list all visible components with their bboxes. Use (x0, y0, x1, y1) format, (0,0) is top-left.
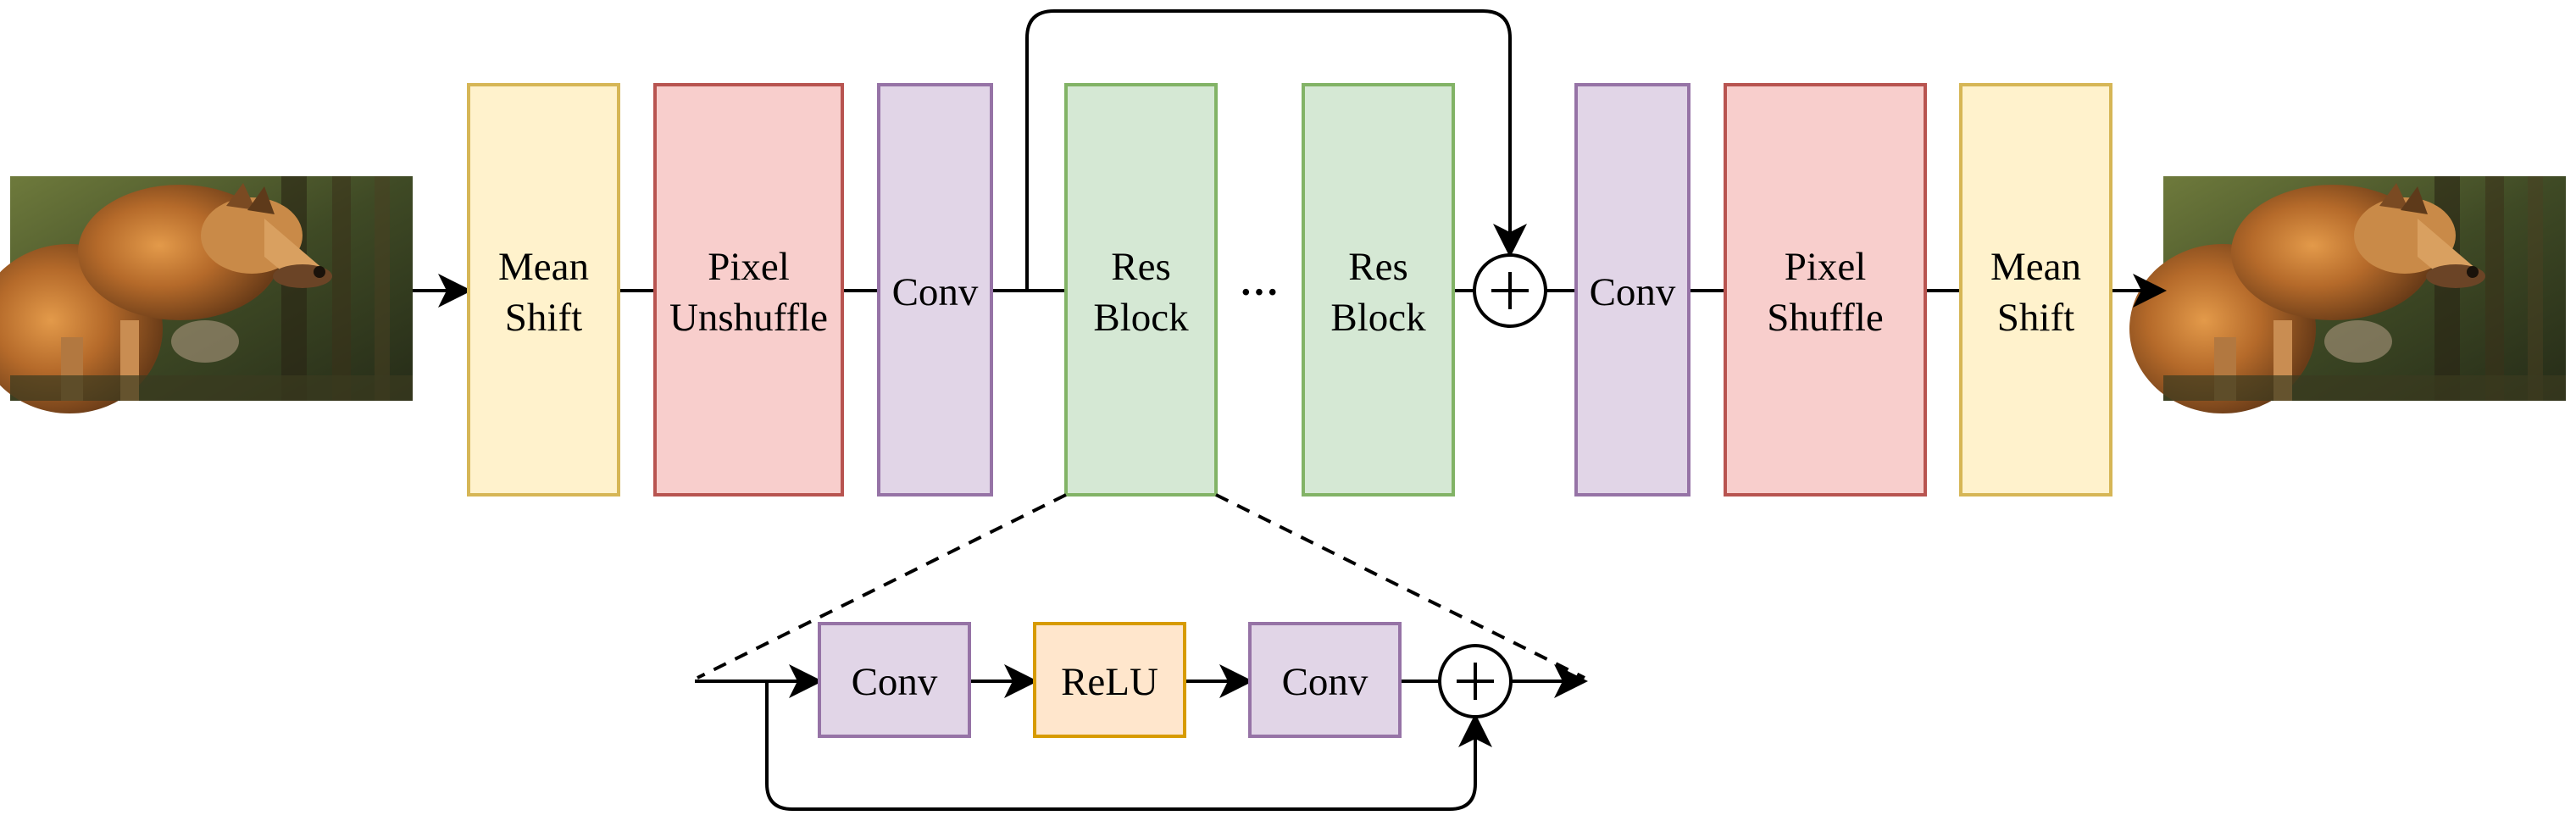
svg-text:Conv: Conv (1590, 270, 1676, 314)
expansion-lines (697, 493, 1585, 680)
svg-text:···: ··· (1239, 270, 1279, 314)
svg-text:Shift: Shift (505, 296, 582, 340)
svg-text:Res: Res (1348, 245, 1408, 289)
res-conv-2-block: Conv (1248, 622, 1402, 738)
svg-text:Mean: Mean (498, 245, 589, 289)
res-block-1: Res Block (1064, 83, 1218, 496)
conv-head-block: Conv (877, 83, 993, 496)
global-skip-connection (1025, 9, 1527, 291)
svg-text:ReLU: ReLU (1061, 660, 1158, 704)
svg-text:Shuffle: Shuffle (1767, 296, 1884, 340)
svg-text:Block: Block (1330, 296, 1426, 340)
svg-text:Mean: Mean (1990, 245, 2081, 289)
global-add-node (1473, 253, 1547, 328)
svg-text:Conv: Conv (1282, 660, 1368, 704)
svg-text:Pixel: Pixel (708, 245, 790, 289)
pixel-unshuffle-block: Pixel Unshuffle (653, 83, 844, 496)
conv-tail-block: Conv (1574, 83, 1690, 496)
svg-text:Pixel: Pixel (1785, 245, 1867, 289)
res-block-n: Res Block (1302, 83, 1455, 496)
residual-skip-connection (765, 681, 1492, 811)
svg-text:Unshuffle: Unshuffle (669, 296, 828, 340)
svg-text:Conv: Conv (892, 270, 979, 314)
mean-shift-out-block: Mean Shift (1959, 83, 2112, 496)
res-block-detail-connectors (695, 664, 1588, 811)
pixel-shuffle-block: Pixel Shuffle (1724, 83, 1927, 496)
svg-text:Conv: Conv (852, 660, 938, 704)
res-conv-1-block: Conv (818, 622, 971, 738)
output-image (2129, 176, 2566, 413)
input-image (0, 176, 413, 413)
residual-add-node (1438, 644, 1513, 718)
svg-text:Shift: Shift (1997, 296, 2074, 340)
main-connectors (413, 9, 2167, 308)
svg-text:Block: Block (1093, 296, 1189, 340)
relu-block: ReLU (1033, 622, 1186, 738)
ellipsis: ··· (1239, 270, 1279, 314)
mean-shift-in-block: Mean Shift (467, 83, 620, 496)
svg-text:Res: Res (1111, 245, 1171, 289)
